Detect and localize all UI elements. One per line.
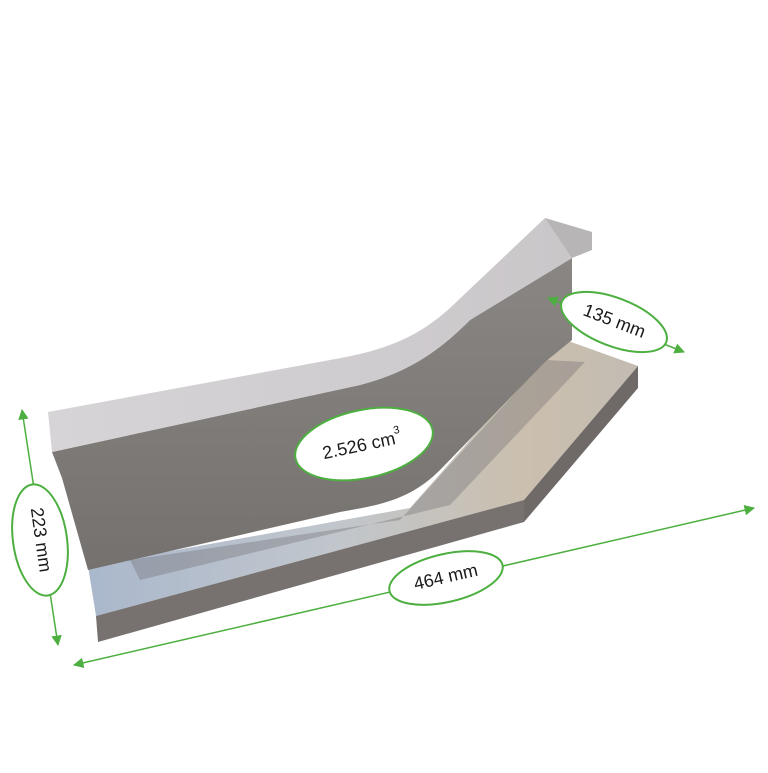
shelf-end-face <box>524 366 638 522</box>
wall-front-face <box>52 258 572 570</box>
volume-badge: 2.526 cm3 <box>294 406 434 482</box>
volume-unit-superscript: 3 <box>392 424 400 437</box>
wall-top-face <box>48 218 592 452</box>
dimension-depth: 135 mm <box>547 290 685 354</box>
dimension-length: 464 mm <box>72 505 756 668</box>
wall-end-face <box>545 218 592 258</box>
dimension-height: 223 mm <box>11 408 69 647</box>
back-wall <box>48 218 592 570</box>
